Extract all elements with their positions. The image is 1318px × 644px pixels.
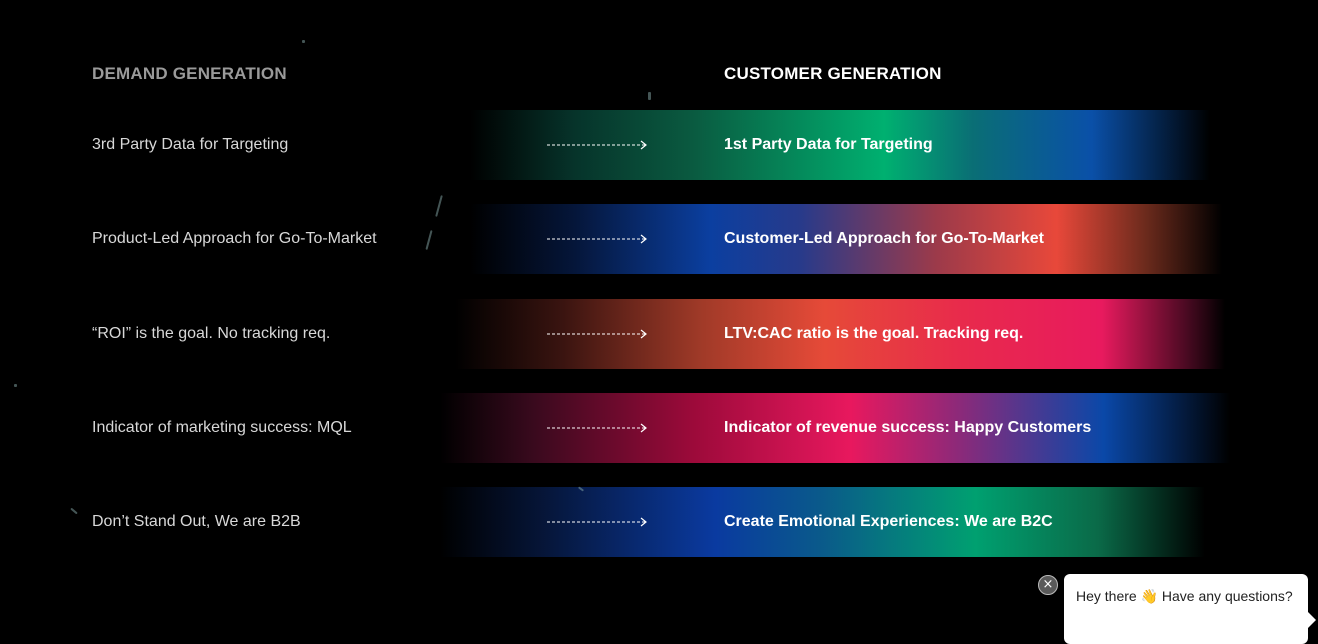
comparison-row: Don’t Stand Out, We are B2B Create Emoti…: [0, 487, 1318, 557]
customer-item-label: Customer-Led Approach for Go-To-Market: [724, 230, 1045, 247]
background-speck: [14, 384, 17, 387]
comparison-row: Indicator of marketing success: MQL Indi…: [0, 393, 1318, 463]
background-speck: [648, 92, 651, 100]
demand-item-label: Don’t Stand Out, We are B2B: [92, 513, 301, 530]
background-speck: [302, 40, 305, 43]
customer-item-label: LTV:CAC ratio is the goal. Tracking req.: [724, 325, 1024, 342]
demand-item-label: “ROI” is the goal. No tracking req.: [92, 325, 331, 342]
customer-item-label: Create Emotional Experiences: We are B2C: [724, 513, 1053, 530]
comparison-row: 3rd Party Data for Targeting 1st Party D…: [0, 110, 1318, 180]
customer-item-label: 1st Party Data for Targeting: [724, 136, 933, 153]
column-header-customer-generation: CUSTOMER GENERATION: [724, 64, 942, 83]
comparison-row: “ROI” is the goal. No tracking req. LTV:…: [0, 299, 1318, 369]
demand-item-label: Product-Led Approach for Go-To-Market: [92, 230, 377, 247]
gradient-band: [440, 393, 1230, 463]
comparison-row: Product-Led Approach for Go-To-Market Cu…: [0, 204, 1318, 274]
chat-close-button[interactable]: ×: [1038, 575, 1058, 595]
dashed-arrow-icon: [547, 140, 647, 150]
dashed-arrow-icon: [547, 234, 647, 244]
chat-prompt-bubble[interactable]: Hey there 👋 Have any questions?: [1064, 574, 1316, 644]
gradient-band: [470, 204, 1222, 274]
close-icon: ×: [1042, 577, 1054, 592]
dashed-arrow-icon: [547, 517, 647, 527]
demand-item-label: 3rd Party Data for Targeting: [92, 136, 289, 153]
dashed-arrow-icon: [547, 423, 647, 433]
column-header-demand-generation: DEMAND GENERATION: [92, 64, 287, 83]
chat-message: Hey there 👋 Have any questions?: [1076, 588, 1293, 604]
customer-item-label: Indicator of revenue success: Happy Cust…: [724, 419, 1092, 436]
dashed-arrow-icon: [547, 329, 647, 339]
demand-item-label: Indicator of marketing success: MQL: [92, 419, 352, 436]
